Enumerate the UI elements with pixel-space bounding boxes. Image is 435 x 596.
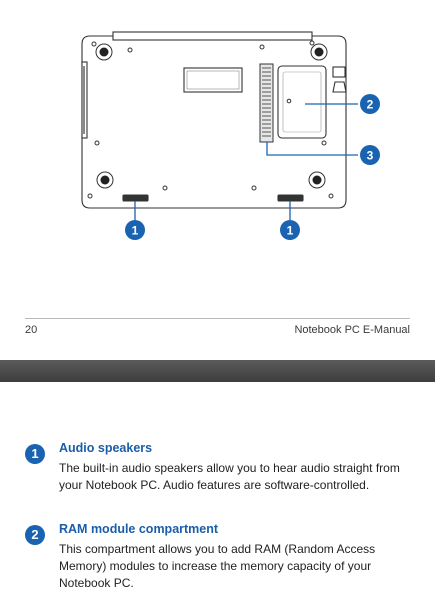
speaker-right xyxy=(277,194,304,202)
callout-1-right: 1 xyxy=(280,220,300,240)
callout-1-left: 1 xyxy=(125,220,145,240)
page-top: 1 1 2 3 20 Notebook PC E-Manual xyxy=(25,31,410,336)
feature-description: This compartment allows you to add RAM (… xyxy=(59,542,376,590)
page-separator xyxy=(0,360,435,382)
ram-compartment xyxy=(277,65,327,139)
laptop-bottom-diagram: 1 1 2 3 xyxy=(81,31,380,240)
numbered-circle-icon: 1 xyxy=(25,444,45,464)
callout-leaders xyxy=(134,103,358,221)
side-connector xyxy=(332,66,346,78)
manual-name: Notebook PC E-Manual xyxy=(294,324,410,336)
callout-2: 2 xyxy=(360,94,380,114)
rubber-feet xyxy=(95,43,328,189)
cooling-vent xyxy=(259,63,274,143)
callout-label: 2 xyxy=(367,98,374,112)
center-vent xyxy=(183,67,243,93)
hinge xyxy=(112,31,313,41)
footer-divider xyxy=(25,318,410,319)
feature-title: Audio speakers xyxy=(59,441,153,455)
feature-description: The built-in audio speakers allow you to… xyxy=(59,461,400,492)
feature-title: RAM module compartment xyxy=(59,522,219,536)
callout-label: 1 xyxy=(287,224,294,238)
screws xyxy=(87,40,334,199)
laptop-chassis-outline xyxy=(81,35,347,209)
numbered-circle-icon: 2 xyxy=(25,525,45,545)
callout-label: 3 xyxy=(367,149,374,163)
callout-3: 3 xyxy=(360,145,380,165)
speaker-left xyxy=(122,194,149,202)
page-number: 20 xyxy=(25,324,38,336)
page-bottom: 1 Audio speakers The built-in audio spea… xyxy=(0,382,435,596)
callout-label: 1 xyxy=(132,224,139,238)
